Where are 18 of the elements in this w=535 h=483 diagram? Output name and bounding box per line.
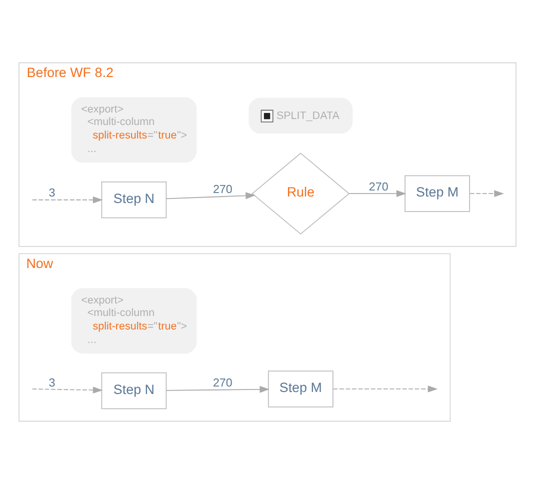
edge-label: 270	[368, 180, 388, 193]
arrow	[348, 190, 406, 197]
edge-label: 3	[48, 376, 56, 390]
node-box: Step M	[268, 370, 334, 407]
arrow	[332, 385, 438, 392]
edge-label: 270	[212, 376, 232, 390]
arrow	[166, 385, 270, 392]
node-box: Step M	[404, 174, 470, 212]
edge-label: 3	[48, 186, 56, 200]
node-box: SPLIT_DATA	[248, 97, 353, 134]
arrow	[469, 190, 504, 197]
node-diamond: Rule	[252, 152, 350, 234]
edge-label: 270	[212, 182, 232, 196]
arrow	[32, 386, 103, 394]
node-box: Step N	[101, 372, 167, 409]
arrow	[32, 196, 103, 203]
node-box: Step N	[101, 181, 167, 218]
arrow	[166, 192, 256, 199]
